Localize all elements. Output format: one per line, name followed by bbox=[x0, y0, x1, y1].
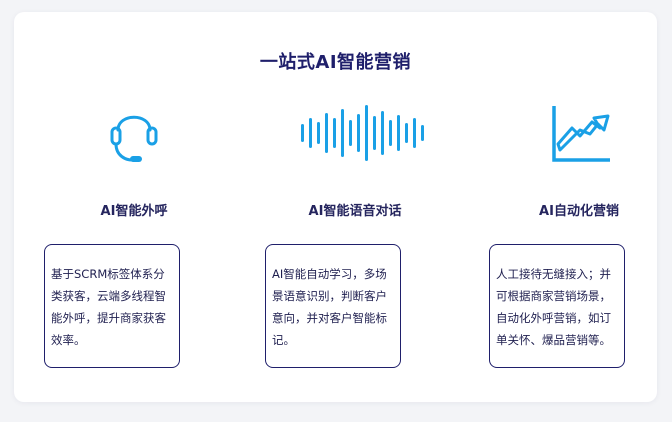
wave-bar bbox=[301, 124, 304, 142]
wave-bar bbox=[381, 111, 384, 155]
wave-bar bbox=[325, 113, 328, 153]
wave-bar bbox=[357, 114, 360, 152]
wave-bar bbox=[333, 118, 336, 148]
feature-ai-outbound-call: AI智能外呼 基于SCRM标签体系分类获客，云端多线程智能外呼，提升商家获客效率… bbox=[44, 12, 224, 402]
feature-title: AI智能语音对话 bbox=[308, 204, 402, 219]
wave-bar bbox=[317, 122, 320, 144]
wave-bar bbox=[389, 120, 392, 146]
wave-bar bbox=[413, 118, 416, 148]
wave-bar bbox=[341, 109, 344, 157]
wave-bar bbox=[405, 123, 408, 143]
feature-description: 人工接待无缝接入；并可根据商家营销场景，自动化外呼营销，如订单关怀、爆品营销等。 bbox=[489, 244, 625, 368]
wave-bar bbox=[373, 116, 376, 150]
feature-ai-voice-dialog: AI智能语音对话 AI智能自动学习，多场景语意识别，判断客户意向，并对客户智能标… bbox=[265, 12, 445, 402]
wave-bar bbox=[309, 118, 312, 148]
feature-card: 一站式AI智能营销 AI智能外呼 基于SCRM标签体系分类获客，云端多线程智能外… bbox=[14, 12, 657, 402]
section-title: 一站式AI智能营销 bbox=[259, 52, 412, 73]
sound-wave-icon bbox=[295, 98, 424, 168]
growth-chart-icon bbox=[519, 98, 639, 168]
feature-title: AI自动化营销 bbox=[539, 204, 619, 219]
wave-bar bbox=[365, 105, 368, 161]
headset-icon bbox=[74, 98, 194, 168]
feature-ai-automated-marketing: AI自动化营销 人工接待无缝接入；并可根据商家营销场景，自动化外呼营销，如订单关… bbox=[489, 12, 669, 402]
feature-description: AI智能自动学习，多场景语意识别，判断客户意向，并对客户智能标记。 bbox=[265, 244, 401, 368]
wave-bar bbox=[349, 120, 352, 146]
wave-bar bbox=[421, 125, 424, 141]
wave-bar bbox=[397, 115, 400, 151]
feature-description: 基于SCRM标签体系分类获客，云端多线程智能外呼，提升商家获客效率。 bbox=[44, 244, 180, 368]
feature-title: AI智能外呼 bbox=[100, 204, 168, 219]
